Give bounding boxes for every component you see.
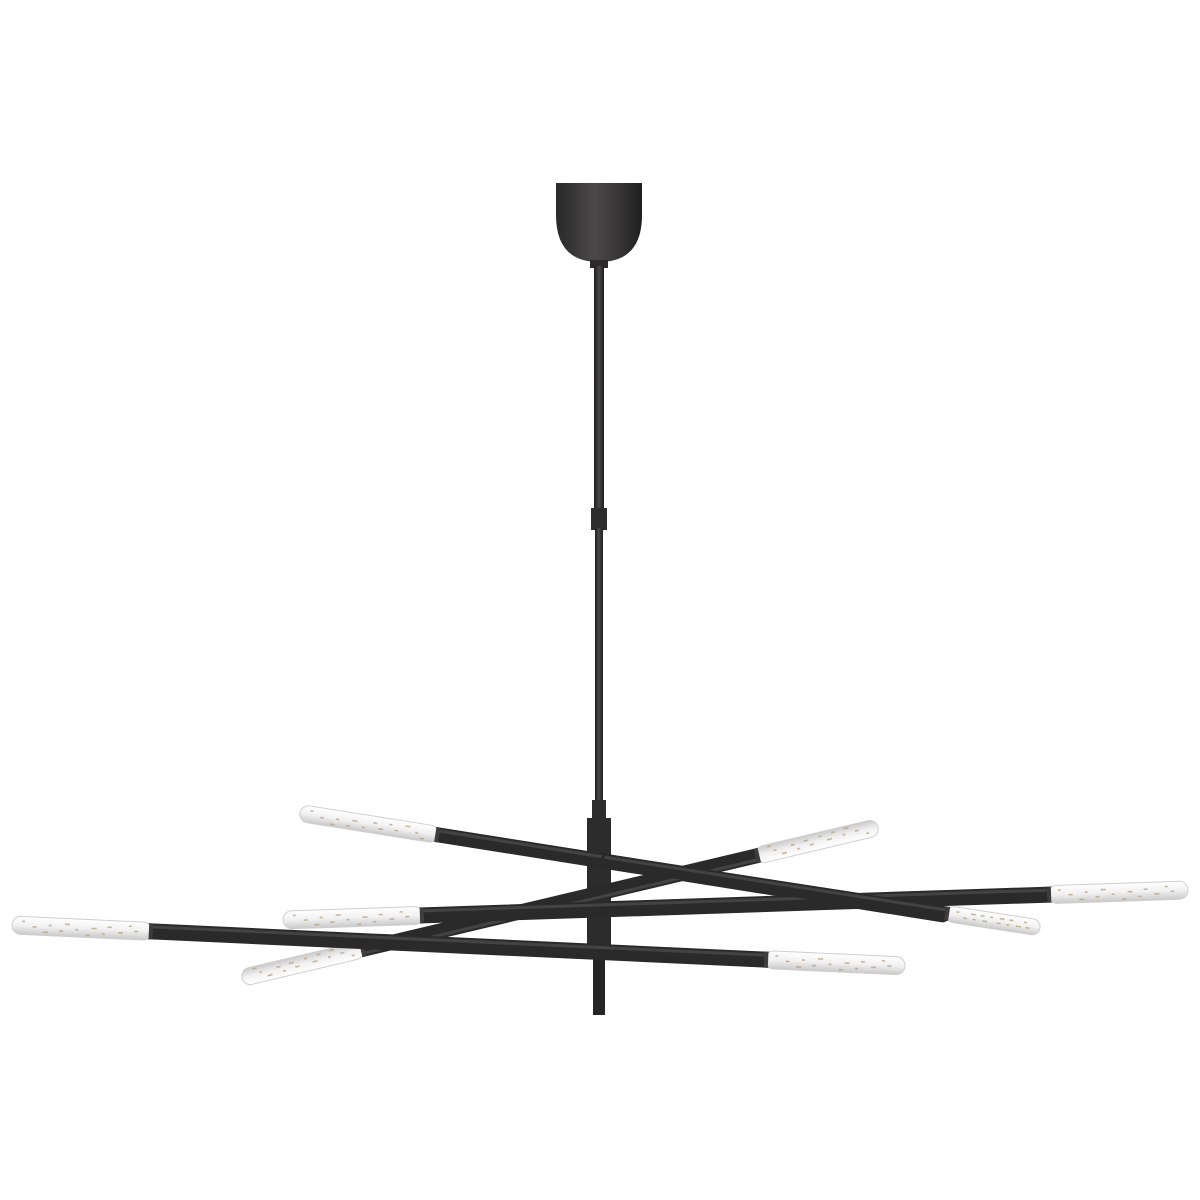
glass-shade (299, 805, 441, 843)
glass-shade (282, 906, 425, 930)
arm-sheen (604, 855, 1037, 926)
glass-shade (763, 950, 906, 976)
arm-right-short (599, 854, 1041, 936)
arm-sheen (286, 884, 1184, 917)
center-stem (591, 266, 607, 820)
glass-shade (11, 915, 154, 941)
arm-far-left-to-center (11, 915, 906, 976)
arm-sheen (16, 919, 902, 963)
glass-shade (1046, 880, 1189, 904)
glass-shade (944, 906, 1041, 936)
arm-center-left-to-far-right (282, 880, 1189, 930)
glass-shade (753, 819, 879, 864)
ceiling-canopy (556, 183, 642, 268)
